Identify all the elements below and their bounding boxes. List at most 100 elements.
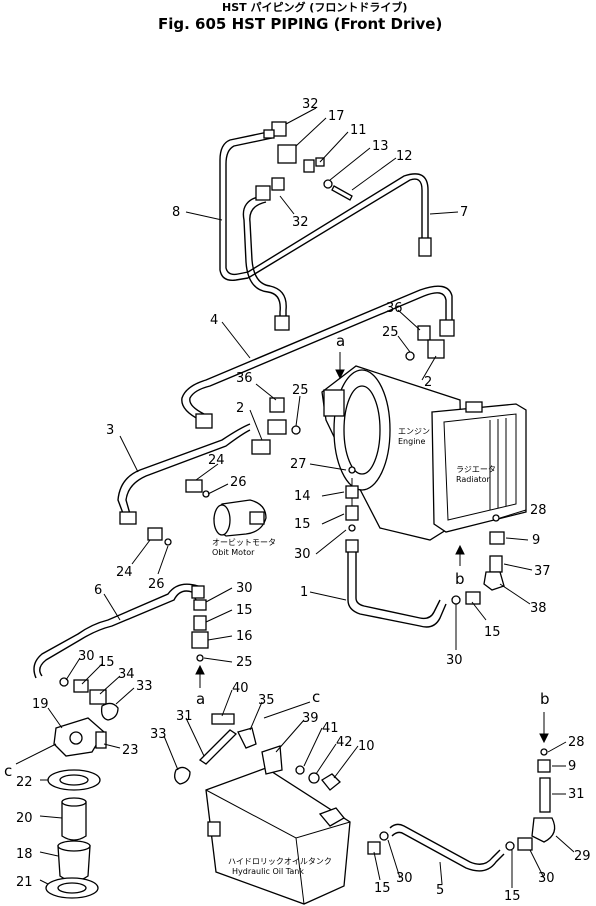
- pipe-7: [247, 173, 429, 279]
- fittings-engine-bottom: [345, 466, 359, 532]
- callout: 15: [504, 889, 521, 904]
- callout: 7: [460, 205, 468, 220]
- callout: 30: [78, 649, 95, 664]
- fitting-1-top: [345, 539, 359, 553]
- callout: 12: [396, 149, 413, 164]
- ref-c-left: c: [4, 762, 12, 780]
- tank-label-en: Hydraulic Oil Tank: [232, 867, 304, 876]
- fitting-11: [303, 157, 325, 173]
- engine-label-en: Engine: [398, 437, 425, 446]
- motor-label-jp: オービットモータ: [212, 538, 276, 547]
- fitting-7-end: [418, 237, 432, 257]
- callout: 34: [118, 667, 135, 682]
- pipe-8: [219, 131, 273, 281]
- callout: 17: [328, 109, 345, 124]
- callout: 14: [294, 489, 311, 504]
- bolt-12-13: [323, 179, 353, 201]
- callout: 39: [302, 711, 319, 726]
- radiator-label-en: Radiator: [456, 475, 491, 484]
- fitting-32-lower: [255, 177, 285, 201]
- fittings-filter-inlet: [59, 677, 119, 721]
- pipe-6: [33, 583, 203, 679]
- ref-c-right: c: [312, 688, 320, 706]
- callout: 36: [236, 371, 253, 386]
- fitting-3-end: [119, 511, 137, 525]
- callout: 25: [236, 655, 253, 670]
- callout: 42: [336, 735, 353, 750]
- callout: 28: [530, 503, 547, 518]
- filter-head: [53, 717, 107, 757]
- fittings-center-lower: [191, 599, 209, 662]
- fitting-17: [263, 121, 297, 164]
- callout: 32: [292, 215, 309, 230]
- callout: 2: [236, 401, 244, 416]
- fittings-pipe-5: [367, 831, 533, 855]
- fitting-4-end: [439, 319, 455, 337]
- gasket-21: [45, 877, 99, 899]
- callout: 40: [232, 681, 249, 696]
- callout: 26: [230, 475, 247, 490]
- ref-a-lower: a: [196, 690, 205, 708]
- callout: 28: [568, 735, 585, 750]
- pipe-4: [181, 285, 453, 421]
- callout: 15: [484, 625, 501, 640]
- callout: 30: [294, 547, 311, 562]
- callout: 21: [16, 875, 33, 890]
- callout: 11: [350, 123, 367, 138]
- callout: 30: [396, 871, 413, 886]
- title-jp: HST パイピング (フロントドライブ): [222, 0, 407, 14]
- figure-title: Fig. 605 HST PIPING (Front Drive): [158, 15, 442, 33]
- callout: 22: [16, 775, 33, 790]
- callout: 36: [386, 301, 403, 316]
- filter-case-18: [57, 840, 91, 882]
- callout: 9: [532, 533, 540, 548]
- fittings-tank-top: [174, 713, 341, 791]
- callout: 2: [424, 375, 432, 390]
- callout: 16: [236, 629, 253, 644]
- callout: 24: [116, 565, 133, 580]
- callout: 33: [150, 727, 167, 742]
- callout: 9: [568, 759, 576, 774]
- pipe-1: [347, 548, 447, 628]
- callout: 6: [94, 583, 102, 598]
- pipe-5: [389, 823, 505, 872]
- pipe-hose-mid: [242, 195, 287, 330]
- radiator: [431, 401, 527, 533]
- callout: 15: [374, 881, 391, 896]
- callout: 5: [436, 883, 444, 898]
- callout: 24: [208, 453, 225, 468]
- callout: 32: [302, 97, 319, 112]
- ref-arrows: [15, 352, 549, 765]
- callout: 25: [382, 325, 399, 340]
- tank-label-jp: ハイドロリックオイルタンク: [228, 857, 332, 866]
- callout: 4: [210, 313, 218, 328]
- fittings-center: [251, 325, 445, 455]
- filter-element-20: [61, 797, 87, 841]
- callout: 23: [122, 743, 139, 758]
- callout: 27: [290, 457, 307, 472]
- callout: 13: [372, 139, 389, 154]
- callout: 18: [16, 847, 33, 862]
- callout: 30: [236, 581, 253, 596]
- fitting-6-end: [191, 585, 205, 599]
- callout: 20: [16, 811, 33, 826]
- callout: 37: [534, 564, 551, 579]
- callout: 19: [32, 697, 49, 712]
- ref-b-upper: b: [455, 570, 465, 588]
- callout: 41: [322, 721, 339, 736]
- ref-a-upper: a: [336, 332, 345, 350]
- motor-label-en: Obit Motor: [212, 548, 255, 557]
- fittings-radiator-bottom: [451, 514, 505, 605]
- callout: 26: [148, 577, 165, 592]
- fitting-24-26-lower: [147, 527, 172, 546]
- pipe-3: [117, 423, 251, 517]
- callout: 30: [538, 871, 555, 886]
- callout: 31: [176, 709, 193, 724]
- fittings-right-b: [531, 748, 556, 843]
- fitting-24-26-upper: [185, 479, 210, 498]
- engine-label-jp: エンジン: [398, 427, 430, 436]
- callout: 38: [530, 601, 547, 616]
- callout: 30: [446, 653, 463, 668]
- callout: 35: [258, 693, 275, 708]
